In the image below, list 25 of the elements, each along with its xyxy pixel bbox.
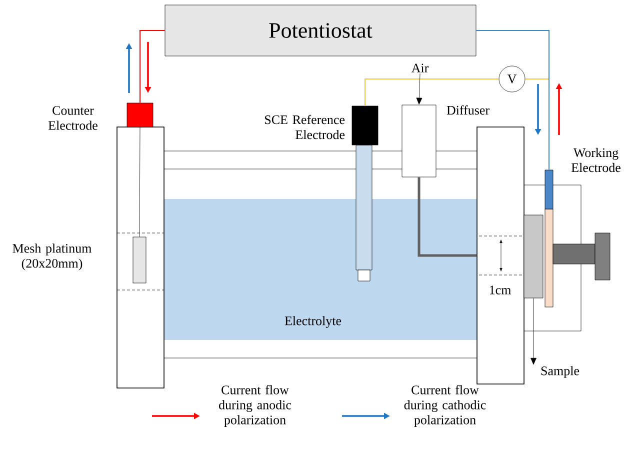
electrode-label: SCE Reference Electrode	[265, 114, 345, 140]
text-label: 1cm	[490, 286, 511, 294]
sample-label: Sample	[541, 366, 580, 378]
wire	[140, 30, 166, 104]
inlet-label: Air	[411, 64, 429, 72]
legend-text: Current flow during anodic polarization	[219, 385, 292, 427]
electrode-label: Working Electrode	[571, 148, 620, 172]
electrode-label: Counter Electrode	[48, 106, 98, 130]
text-label: Electrolyte	[284, 316, 342, 328]
wire	[364, 78, 500, 106]
sample-plate	[524, 214, 544, 298]
electrode-label: Mesh platinum (20x20mm)	[12, 244, 92, 270]
diffuser-box	[402, 104, 436, 178]
wire	[476, 30, 550, 170]
electrode-cap	[126, 102, 154, 128]
electrode-tip	[544, 170, 554, 210]
arrow	[530, 298, 536, 365]
electrode-cap	[352, 106, 378, 146]
instrument-box: Potentiostat	[164, 4, 476, 56]
legend-text: Current flow during cathodic polarization	[404, 385, 486, 427]
arrow	[416, 73, 422, 104]
mesh-electrode	[132, 236, 146, 284]
wire	[139, 127, 140, 237]
wire	[418, 177, 477, 257]
electrode-label: Diffuser	[446, 105, 490, 115]
